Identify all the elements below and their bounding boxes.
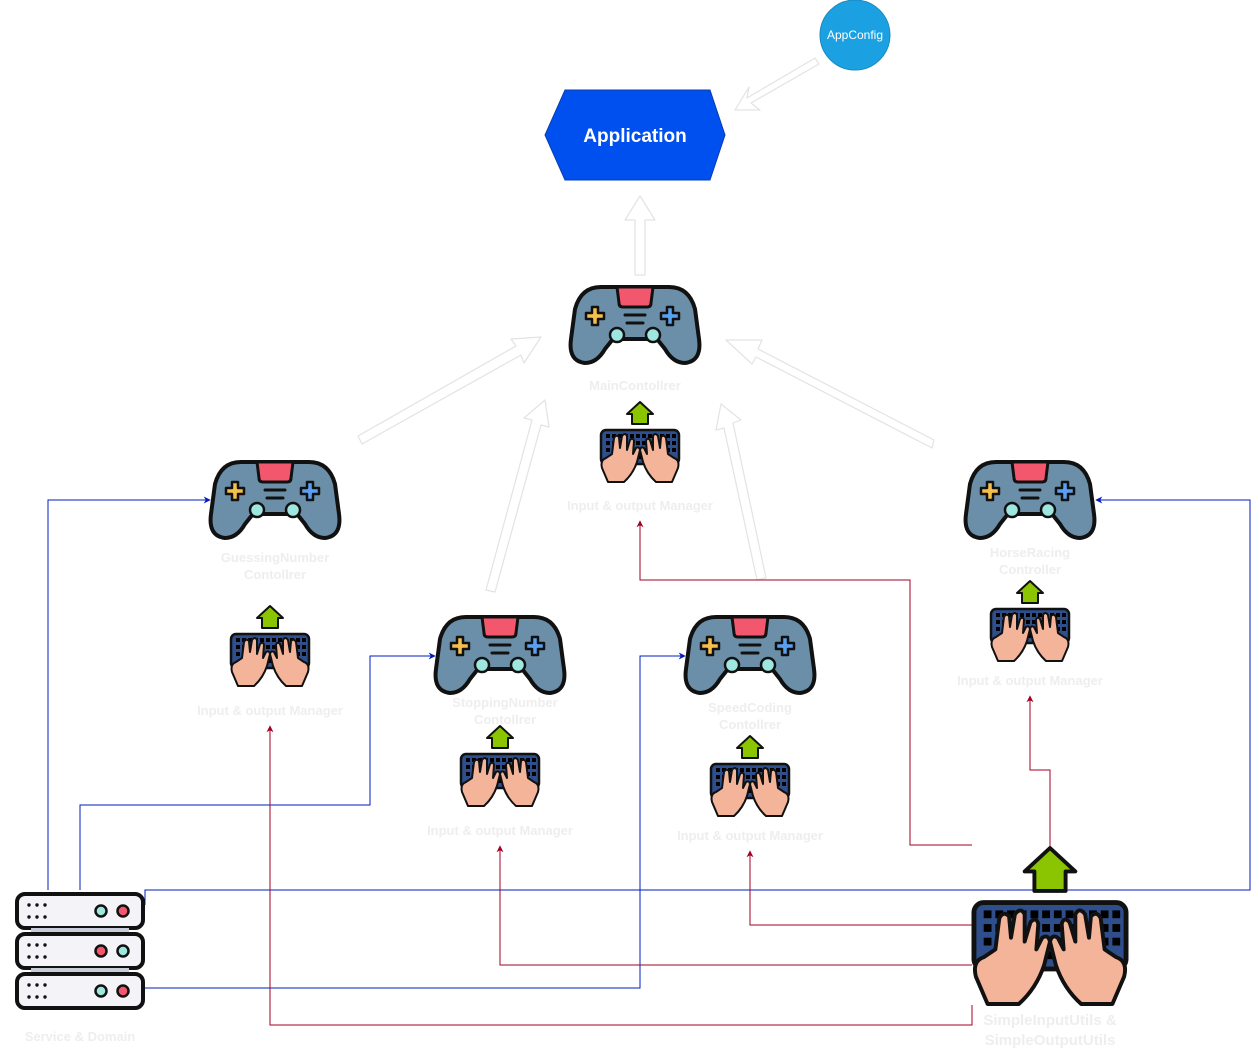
arrow-speed-to-main: [715, 403, 767, 581]
application-node[interactable]: Application: [544, 89, 726, 181]
arrow-stopping-to-main: [485, 399, 550, 593]
appconfig-label: AppConfig: [827, 28, 883, 42]
appconfig-node[interactable]: AppConfig: [819, 0, 891, 71]
hollow-arrows: [357, 57, 935, 593]
blue-connectors: [47, 496, 1251, 989]
stopping-controller-label-1: StoppingNumber: [452, 695, 557, 710]
arrow-horse-to-main: [725, 339, 935, 449]
horse-io-manager-label: Input & output Manager: [957, 673, 1103, 688]
service-domain-node[interactable]: Service & Domain: [15, 892, 145, 1044]
horse-io-manager-node[interactable]: Input & output Manager: [957, 579, 1103, 688]
keyboard-icon: [709, 734, 791, 818]
keyboard-icon: [974, 848, 1126, 1004]
gamepad-icon: [683, 615, 817, 695]
main-io-manager-node[interactable]: Input & output Manager: [567, 400, 713, 513]
main-io-manager-label: Input & output Manager: [567, 498, 713, 513]
arrow-guessing-to-main: [357, 336, 542, 445]
line-utils-to-speed-io: [746, 850, 972, 926]
service-domain-label: Service & Domain: [25, 1029, 136, 1044]
main-controller-label: MainContollrer: [589, 378, 681, 393]
horse-controller-label-1: HorseRacing: [990, 545, 1070, 560]
stopping-io-manager-label: Input & output Manager: [427, 823, 573, 838]
line-service-to-horse: [144, 496, 1251, 905]
horse-controller-node[interactable]: HorseRacing Controller: [963, 460, 1097, 577]
line-utils-to-horse-io: [1026, 695, 1051, 848]
keyboard-icon: [459, 724, 541, 808]
utils-label-2: SimpleOutputUtils: [985, 1032, 1116, 1049]
guessing-controller-node[interactable]: GuessingNumber Contollrer: [208, 460, 342, 582]
speed-io-manager-label: Input & output Manager: [677, 828, 823, 843]
gamepad-icon: [208, 460, 342, 540]
application-label: Application: [583, 126, 686, 147]
line-service-to-guessing: [47, 496, 211, 890]
horse-controller-label-2: Controller: [999, 562, 1061, 577]
keyboard-icon: [599, 400, 681, 484]
server-icon: [15, 892, 145, 1010]
speed-controller-label-1: SpeedCoding: [708, 700, 792, 715]
red-connectors: [266, 520, 1051, 1026]
line-service-to-speed: [145, 652, 686, 989]
main-controller-node[interactable]: MainContollrer: [568, 285, 702, 393]
arrow-appconfig-to-application: [734, 57, 820, 111]
stopping-io-manager-node[interactable]: Input & output Manager: [427, 724, 573, 838]
utils-node[interactable]: SimpleInputUtils & SimpleOutputUtils: [974, 848, 1126, 1049]
guessing-io-manager-label: Input & output Manager: [197, 703, 343, 718]
line-utils-to-main-io: [636, 520, 972, 846]
line-utils-to-stopping-io: [496, 845, 972, 966]
keyboard-icon: [989, 579, 1071, 663]
utils-label-1: SimpleInputUtils &: [983, 1012, 1117, 1029]
keyboard-icon: [229, 604, 311, 688]
guessing-controller-label-1: GuessingNumber: [221, 550, 329, 565]
arrow-main-to-application: [624, 195, 656, 276]
stopping-controller-node[interactable]: StoppingNumber Contollrer: [433, 615, 567, 727]
stopping-controller-label-2: Contollrer: [474, 712, 536, 727]
line-service-to-stopping: [79, 652, 436, 890]
gamepad-icon: [433, 615, 567, 695]
line-utils-to-guessing-io: [266, 725, 973, 1026]
speed-io-manager-node[interactable]: Input & output Manager: [677, 734, 823, 843]
gamepad-icon: [963, 460, 1097, 540]
speed-controller-label-2: Contollrer: [719, 717, 781, 732]
speed-controller-node[interactable]: SpeedCoding Contollrer: [683, 615, 817, 732]
guessing-io-manager-node[interactable]: Input & output Manager: [197, 604, 343, 718]
guessing-controller-label-2: Contollrer: [244, 567, 306, 582]
gamepad-icon: [568, 285, 702, 365]
